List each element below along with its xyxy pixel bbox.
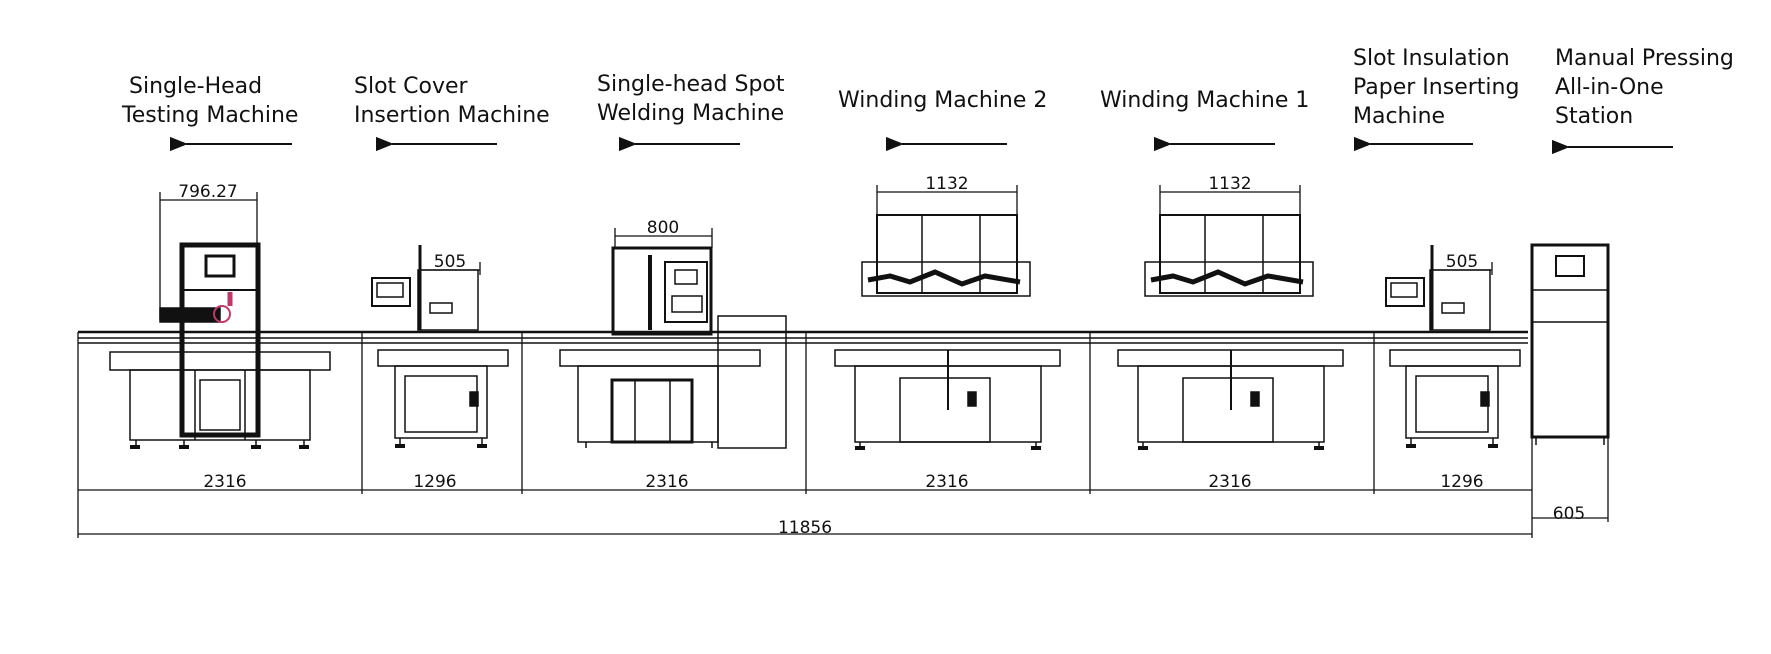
dim-label-segment: 2316 (203, 472, 246, 492)
dim-label-segment: 2316 (1208, 472, 1251, 492)
machine-spot-welding (559, 246, 787, 449)
dim-label-segment: 2316 (925, 472, 968, 492)
top-dimension-lines (159, 185, 1493, 320)
station-label-slot-cover-insertion: Slot Cover Insertion Machine (354, 74, 550, 128)
bottom-dimension-labels: 2316 1296 2316 2316 2316 1296 605 11856 (203, 472, 1585, 538)
machine-manual-pressing (1530, 243, 1610, 445)
dim-label-slot-insulation-width: 505 (1446, 252, 1478, 272)
dim-label-welding-width: 800 (647, 218, 679, 238)
station-label-winding-machine-2: Winding Machine 2 (838, 88, 1048, 113)
top-dimension-labels: 796.27 505 800 1132 1132 505 (178, 174, 1478, 272)
conveyor-line (78, 330, 1528, 344)
dim-label-winding-2-width: 1132 (925, 174, 968, 194)
dim-label-segment: 2316 (645, 472, 688, 492)
dim-label-testing-width: 796.27 (178, 182, 237, 202)
dim-label-total-length: 11856 (778, 518, 832, 538)
machine-winding-2 (834, 214, 1061, 450)
station-label-single-head-testing: Single-Head Testing Machine (122, 74, 299, 128)
machine-single-head-testing (109, 242, 331, 449)
dim-label-winding-1-width: 1132 (1208, 174, 1251, 194)
station-label-winding-machine-1: Winding Machine 1 (1100, 88, 1310, 113)
dim-label-segment: 1296 (1440, 472, 1483, 492)
machine-slot-cover-insertion (371, 245, 509, 448)
dim-label-slot-cover-width: 505 (434, 252, 466, 272)
bottom-dimension-lines (77, 332, 1609, 538)
station-label-manual-pressing: Manual Pressing All-in-One Station (1555, 46, 1734, 129)
flow-arrows (169, 136, 1673, 155)
dim-label-manual-station-width: 605 (1553, 504, 1585, 524)
station-label-slot-insulation: Slot Insulation Paper Inserting Machine (1353, 46, 1520, 129)
machine-slot-insulation (1385, 245, 1521, 448)
dim-label-segment: 1296 (413, 472, 456, 492)
station-label-spot-welding: Single-head Spot Welding Machine (597, 72, 785, 126)
machine-winding-1 (1117, 214, 1344, 450)
